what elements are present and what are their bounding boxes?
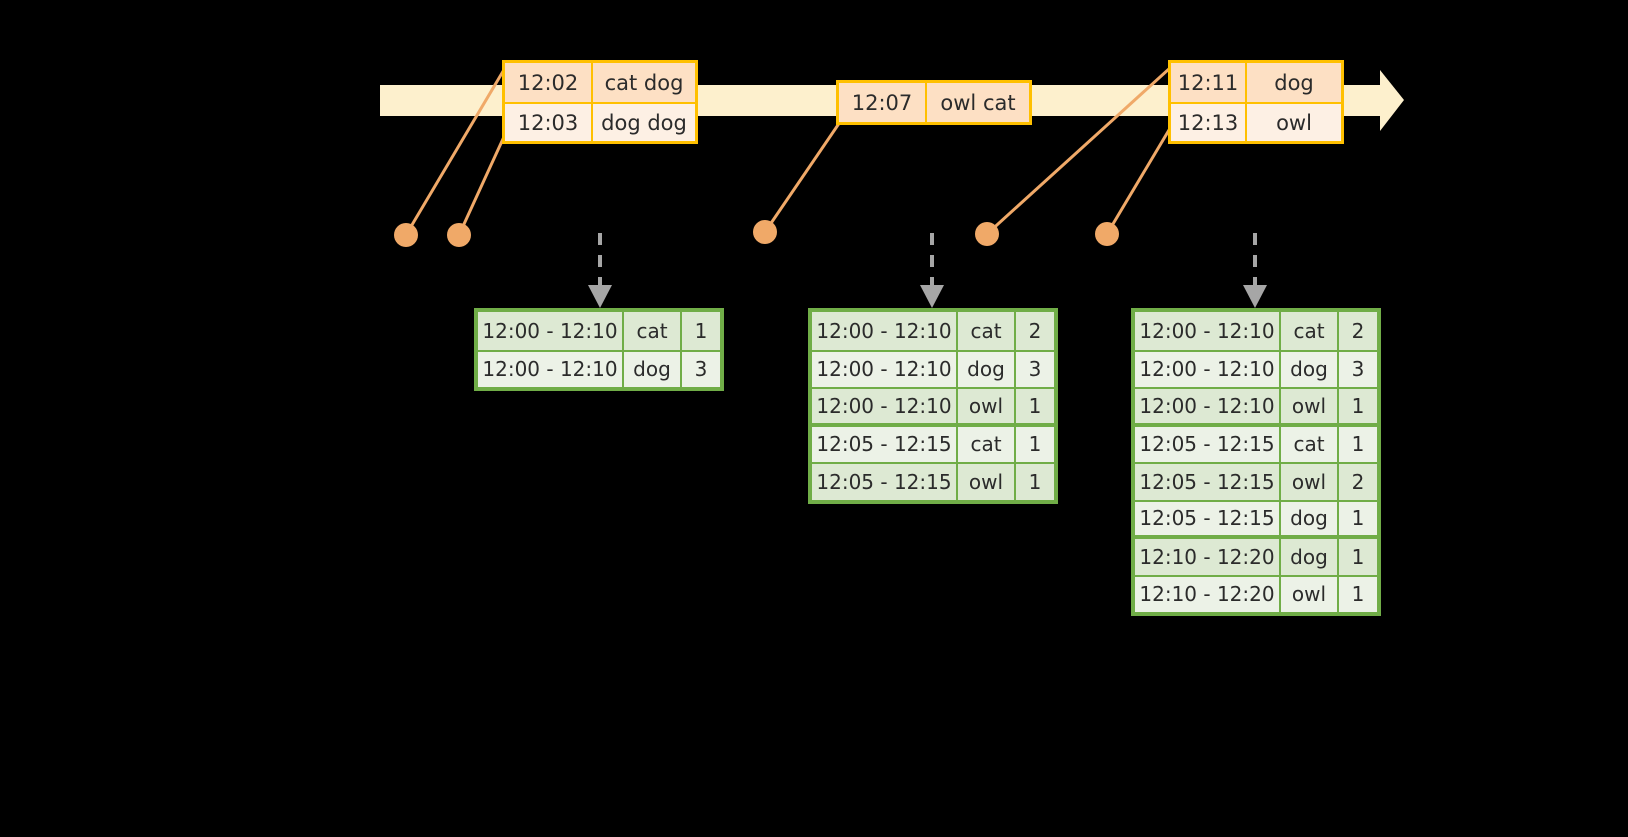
event-value: dog dog: [591, 104, 695, 141]
window-cell: 12:00 - 12:10: [816, 393, 952, 418]
event-time: 12:07: [851, 90, 913, 115]
event-time: 12:11: [1177, 70, 1239, 95]
window-cell: 12:05 - 12:15: [1139, 469, 1275, 494]
table-row: 12:00 - 12:10 dog 3: [478, 349, 720, 387]
count-cell: 3: [680, 351, 720, 387]
count-cell: 1: [1014, 426, 1054, 462]
table-row: 12:00 - 12:10 cat 1: [478, 312, 720, 350]
window-cell: 12:05 - 12:15: [816, 469, 952, 494]
count-cell: 1: [1014, 389, 1054, 423]
key-cell: owl: [1279, 464, 1337, 500]
window-cell: 12:00 - 12:10: [816, 357, 952, 382]
event-box-3: 12:11 dog 12:13 owl: [1168, 60, 1344, 144]
aggregate-table-3: 12:00 - 12:10 cat 2 12:00 - 12:10 dog 3 …: [1131, 308, 1381, 616]
count-cell: 1: [1337, 501, 1377, 535]
window-cell: 12:00 - 12:10: [816, 318, 952, 343]
event-value: owl: [1245, 104, 1341, 141]
count-cell: 1: [1337, 539, 1377, 575]
key-cell: dog: [1279, 501, 1337, 535]
window-cell: 12:10 - 12:20: [1139, 544, 1275, 569]
connector-line-2: [457, 127, 510, 236]
event-box-2: 12:07 owl cat: [836, 80, 1032, 125]
key-cell: dog: [1279, 539, 1337, 575]
key-cell: cat: [1279, 426, 1337, 462]
key-cell: cat: [622, 312, 680, 350]
event-time: 12:02: [517, 70, 579, 95]
count-cell: 2: [1014, 312, 1054, 350]
connector-dot-3: [753, 220, 777, 244]
connector-dots: [394, 220, 1119, 247]
event-time: 12:03: [517, 110, 579, 135]
key-cell: cat: [956, 312, 1014, 350]
key-cell: owl: [1279, 576, 1337, 612]
event-row: 12:07 owl cat: [839, 83, 1029, 122]
event-row: 12:11 dog: [1171, 63, 1341, 102]
count-cell: 3: [1014, 351, 1054, 387]
key-cell: owl: [956, 464, 1014, 500]
window-cell: 12:00 - 12:10: [482, 318, 618, 343]
count-cell: 2: [1337, 312, 1377, 350]
emit-arrowhead-1: [588, 285, 612, 308]
table-row: 12:05 - 12:15 cat 1: [812, 424, 1054, 462]
event-row: 12:02 cat dog: [505, 63, 695, 102]
count-cell: 1: [1014, 464, 1054, 500]
emit-arrowheads: [588, 285, 1267, 308]
connector-line-5: [1105, 124, 1174, 235]
table-row: 12:00 - 12:10 owl 1: [1135, 387, 1377, 425]
event-row: 12:03 dog dog: [505, 102, 695, 141]
window-cell: 12:05 - 12:15: [1139, 432, 1275, 457]
connector-dot-2: [447, 223, 471, 247]
key-cell: owl: [1279, 389, 1337, 423]
count-cell: 3: [1337, 351, 1377, 387]
window-cell: 12:05 - 12:15: [816, 432, 952, 457]
aggregate-table-2: 12:00 - 12:10 cat 2 12:00 - 12:10 dog 3 …: [808, 308, 1058, 504]
window-cell: 12:00 - 12:10: [1139, 393, 1275, 418]
window-cell: 12:05 - 12:15: [1139, 506, 1275, 531]
connector-line-1: [404, 67, 507, 236]
aggregate-table-1: 12:00 - 12:10 cat 1 12:00 - 12:10 dog 3: [474, 308, 724, 391]
emit-arrows: [598, 233, 1257, 286]
key-cell: dog: [956, 351, 1014, 387]
window-cell: 12:00 - 12:10: [1139, 357, 1275, 382]
count-cell: 2: [1337, 464, 1377, 500]
key-cell: dog: [1279, 351, 1337, 387]
window-cell: 12:00 - 12:10: [482, 357, 618, 382]
table-row: 12:05 - 12:15 dog 1: [1135, 499, 1377, 537]
event-row: 12:13 owl: [1171, 102, 1341, 141]
table-row: 12:00 - 12:10 dog 3: [1135, 349, 1377, 387]
key-cell: cat: [956, 426, 1014, 462]
event-time: 12:13: [1177, 110, 1239, 135]
window-cell: 12:00 - 12:10: [1139, 318, 1275, 343]
table-row: 12:00 - 12:10 owl 1: [812, 387, 1054, 425]
count-cell: 1: [1337, 576, 1377, 612]
count-cell: 1: [1337, 389, 1377, 423]
count-cell: 1: [1337, 426, 1377, 462]
window-cell: 12:10 - 12:20: [1139, 582, 1275, 607]
event-box-1: 12:02 cat dog 12:03 dog dog: [502, 60, 698, 144]
table-row: 12:10 - 12:20 dog 1: [1135, 537, 1377, 575]
table-row: 12:00 - 12:10 dog 3: [812, 349, 1054, 387]
connector-line-3: [763, 121, 842, 233]
table-row: 12:05 - 12:15 owl 2: [1135, 462, 1377, 500]
emit-arrowhead-3: [1243, 285, 1267, 308]
connector-dot-1: [394, 223, 418, 247]
event-value: dog: [1245, 63, 1341, 102]
table-row: 12:05 - 12:15 owl 1: [812, 462, 1054, 500]
connector-dot-5: [1095, 222, 1119, 246]
table-row: 12:00 - 12:10 cat 2: [1135, 312, 1377, 350]
connector-dot-4: [975, 222, 999, 246]
table-row: 12:10 - 12:20 owl 1: [1135, 574, 1377, 612]
table-row: 12:00 - 12:10 cat 2: [812, 312, 1054, 350]
event-value: cat dog: [591, 63, 695, 102]
emit-arrowhead-2: [920, 285, 944, 308]
key-cell: dog: [622, 351, 680, 387]
key-cell: owl: [956, 389, 1014, 423]
table-row: 12:05 - 12:15 cat 1: [1135, 424, 1377, 462]
key-cell: cat: [1279, 312, 1337, 350]
count-cell: 1: [680, 312, 720, 350]
event-value: owl cat: [925, 83, 1029, 122]
